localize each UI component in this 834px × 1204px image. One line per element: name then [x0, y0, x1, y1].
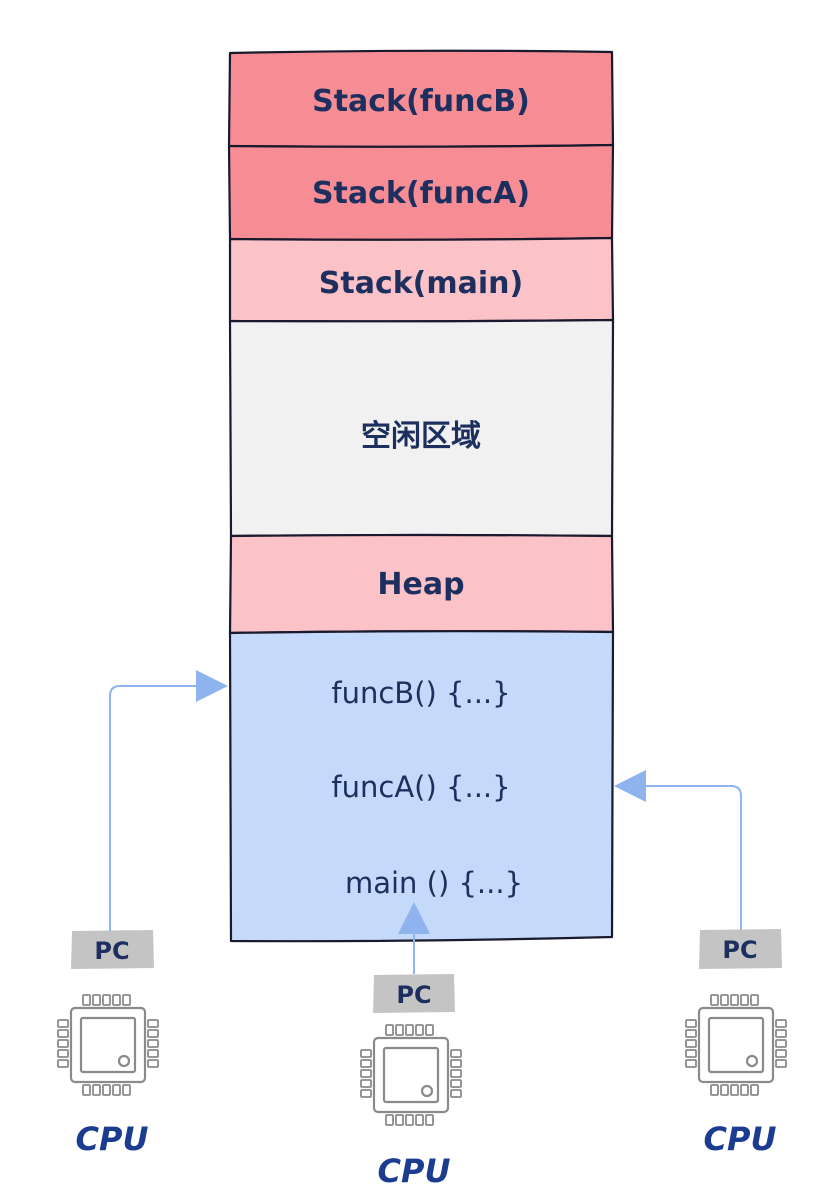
pc-tag-right-label: PC — [722, 936, 757, 964]
code-region-box — [228, 630, 615, 943]
cpu-left-label: CPU — [76, 1120, 149, 1158]
cpu-middle: PC — [360, 974, 462, 1190]
heap-label: Heap — [377, 567, 464, 602]
pointer-left-to-funcb — [109, 670, 228, 932]
pointer-left-line — [109, 685, 196, 932]
stack-main-label: Stack(main) — [319, 266, 524, 301]
pc-tag-middle-box — [373, 974, 455, 1013]
stack-funcb-label: Stack(funcB) — [312, 84, 530, 119]
stack-funca-region: Stack(funcA) — [227, 143, 615, 241]
pc-tag-middle-label: PC — [396, 981, 431, 1009]
free-region-label: 空闲区域 — [361, 419, 481, 454]
heap-region: Heap — [228, 533, 615, 635]
pc-tag-right-box — [699, 929, 782, 969]
pc-tag-right: PC — [699, 929, 782, 969]
cpu-middle-label: CPU — [378, 1152, 451, 1190]
cpu-right: PC — [685, 929, 787, 1158]
free-region: 空闲区域 — [228, 318, 615, 538]
stack-main-region: Stack(main) — [228, 236, 615, 323]
pointer-middle-to-main — [398, 902, 430, 974]
code-line-funca: funcA() {...} — [331, 770, 510, 804]
pointer-middle-arrowhead — [398, 902, 430, 934]
pc-tag-left: PC — [71, 930, 154, 969]
cpu-chip-icon — [360, 1024, 462, 1126]
pointer-right-arrowhead — [614, 770, 646, 802]
pc-pointers — [109, 670, 742, 974]
cpu-chip-icon — [685, 994, 787, 1096]
cpu-right-label: CPU — [704, 1120, 777, 1158]
stack-funca-label: Stack(funcA) — [312, 176, 530, 211]
cpu-chip-icon — [57, 994, 159, 1096]
pc-tag-left-label: PC — [94, 937, 129, 965]
code-line-funcb: funcB() {...} — [331, 676, 510, 710]
pc-tag-middle: PC — [373, 974, 455, 1013]
code-line-main: main () {...} — [345, 866, 523, 900]
code-region: funcB() {...} funcA() {...} main () {...… — [228, 630, 615, 943]
pc-tag-left-box — [71, 930, 154, 969]
memory-column: Stack(funcB) Stack(funcA) Stack(main) 空闲… — [227, 49, 615, 943]
pointer-left-arrowhead — [196, 670, 228, 702]
pointer-right-to-funca — [614, 770, 742, 930]
stack-funcb-region: Stack(funcB) — [227, 49, 615, 148]
pointer-right-line — [646, 785, 742, 930]
cpu-left: PC — [57, 930, 159, 1158]
